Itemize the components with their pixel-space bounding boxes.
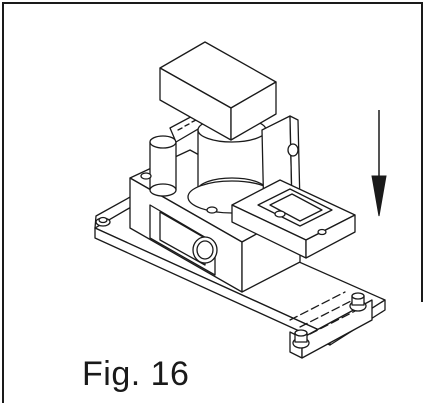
top-weight-block	[159, 41, 277, 141]
mounting-bolt-right-front	[292, 329, 310, 349]
frame-left-border	[2, 2, 4, 403]
frame-top-border	[2, 2, 422, 4]
frame-right-border	[421, 2, 423, 302]
figure-caption: Fig. 16	[82, 355, 190, 393]
release-knob	[192, 236, 218, 264]
capacitor	[149, 135, 177, 197]
mounting-bolt-right-back	[349, 292, 367, 312]
down-arrow	[371, 110, 387, 217]
mounting-bolt-left	[95, 216, 111, 227]
limit-switch-frame	[231, 179, 356, 259]
